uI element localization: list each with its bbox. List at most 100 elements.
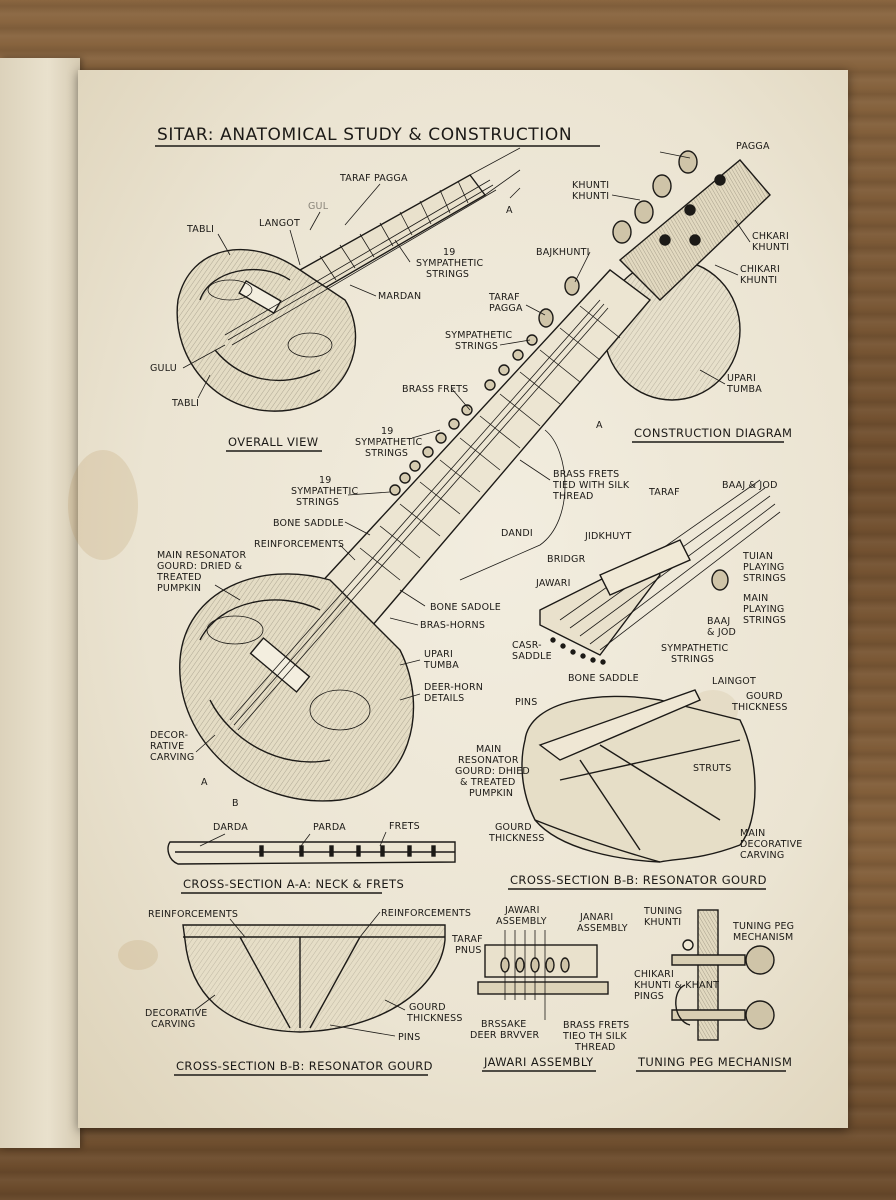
- label-main-resonator-1: MAIN RESONATOR: [157, 550, 246, 561]
- label-reinforcements: REINFORCEMENTS: [254, 539, 344, 550]
- label-dandi: DANDI: [501, 528, 533, 539]
- label-darda: DARDA: [213, 822, 248, 833]
- overall-leader-lines: [182, 183, 521, 399]
- construction-sitar: [179, 150, 771, 802]
- label-laingot: LAINGOT: [712, 676, 756, 687]
- label-pagga-2: PAGGA: [489, 303, 523, 314]
- label-langot: LANGOT: [259, 218, 300, 229]
- label-main-resonator-4: PUMPKIN: [157, 583, 201, 594]
- label-reinforcements-right: REINFORCEMENTS: [381, 908, 471, 919]
- label-carving-2: CARVING: [151, 1019, 195, 1030]
- label-main-gourd-2: RESONATOR: [458, 755, 519, 766]
- label-main-resonator-3: TREATED: [156, 572, 202, 583]
- label-main-carving-3: CARVING: [740, 850, 784, 861]
- label-jidkhuyt: JIDKHUYT: [584, 531, 631, 542]
- overall-view-sitar: [176, 147, 521, 412]
- label-strings-top: STRINGS: [426, 269, 469, 280]
- label-main-gourd-3: GOURD: DHIED: [455, 766, 530, 777]
- label-jawari-a: JAWARI: [504, 905, 540, 916]
- label-thickness-left: THICKNESS: [406, 1013, 463, 1024]
- label-details: DETAILS: [424, 693, 464, 704]
- label-bridge-strings: STRINGS: [671, 654, 714, 665]
- label-gul: GUL: [308, 201, 329, 212]
- label-a-marker-top: A: [506, 205, 513, 216]
- label-strings-2: STRINGS: [743, 615, 786, 626]
- label-main-carving-1: MAIN: [740, 828, 765, 839]
- label-bone-saddle-top: BONE SADDLE: [273, 518, 344, 529]
- label-tumba: TUMBA: [726, 384, 762, 395]
- label-upari: UPARI: [727, 373, 756, 384]
- label-brass-frets-j1: BRASS FRETS: [563, 1020, 629, 1031]
- label-strings-mid: STRINGS: [455, 341, 498, 352]
- label-upari-2: UPARI: [424, 649, 453, 660]
- label-main-gourd-5: PUMPKIN: [469, 788, 513, 799]
- label-khunti-1: KHUNTI: [572, 180, 609, 191]
- label-frets: FRETS: [389, 821, 420, 832]
- label-tuning: TUNING: [643, 906, 682, 917]
- label-sympathetic-19b: SYMPATHETIC: [291, 486, 358, 497]
- label-tabli-top: TABLI: [186, 224, 214, 235]
- bridge-detail-drawing: [539, 479, 781, 665]
- label-reinforcements-left: REINFORCEMENTS: [148, 909, 238, 920]
- label-pings: PINGS: [634, 991, 664, 1002]
- caption-cross-section-bb-right: CROSS-SECTION B-B: RESONATOR GOURD: [510, 873, 767, 887]
- label-bone-sadole: BONE SADOLE: [430, 602, 501, 613]
- label-brass-frets-j3: THREAD: [574, 1042, 616, 1053]
- label-struts: STRUTS: [693, 763, 731, 774]
- neck-cross-section-drawing: [167, 841, 456, 865]
- label-main-resonator-2: GOURD: DRIED &: [157, 561, 243, 572]
- label-sympathetic-top: SYMPATHETIC: [416, 258, 483, 269]
- label-sympathetic-19a: SYMPATHETIC: [355, 437, 422, 448]
- label-brass-frets-tied-3: THREAD: [552, 491, 594, 502]
- caption-cross-section-bb-left: CROSS-SECTION B-B: RESONATOR GOURD: [176, 1059, 433, 1073]
- label-19-top: 19: [443, 247, 456, 258]
- label-bridge-sympathetic: SYMPATHETIC: [661, 643, 728, 654]
- label-strings-1: STRINGS: [743, 573, 786, 584]
- caption-cross-section-aa: CROSS-SECTION A-A: NECK & FRETS: [183, 877, 404, 891]
- label-strings-19b: STRINGS: [296, 497, 339, 508]
- label-pagga: PAGGA: [736, 141, 770, 152]
- label-gulu: GULU: [150, 363, 177, 374]
- caption-construction-diagram: CONSTRUCTION DIAGRAM: [634, 426, 792, 440]
- caption-overall-view: OVERALL VIEW: [228, 435, 319, 449]
- bb-left-section-drawing: [182, 924, 446, 1033]
- label-decorative: DECORATIVE: [145, 1008, 208, 1019]
- label-bras-horns: BRAS-HORNS: [420, 620, 485, 631]
- label-gourd-top: GOURD: [746, 691, 783, 702]
- label-khunti-2: KHUNTI: [572, 191, 609, 202]
- label-deer-horn: DEER-HORN: [424, 682, 483, 693]
- tuning-peg-drawing: [671, 909, 775, 1041]
- label-baaj: BAAJ: [707, 616, 730, 627]
- label-assembly-a: ASSEMBLY: [496, 916, 547, 927]
- label-mechanism: MECHANISM: [733, 932, 793, 943]
- caption-tuning-peg: TUNING PEG MECHANISM: [637, 1055, 792, 1069]
- label-chikari-peg: CHIKARI: [634, 969, 674, 980]
- label-decor: DECOR-: [150, 730, 188, 741]
- label-pins: PINS: [515, 697, 537, 708]
- jawari-assembly-drawing: [477, 930, 609, 1020]
- left-book-page: [0, 58, 80, 1148]
- label-tuning-khunti: KHUNTI: [644, 917, 681, 928]
- label-thickness-low: THICKNESS: [488, 833, 545, 844]
- label-a-small: A: [201, 777, 208, 788]
- label-tabli-bottom: TABLI: [171, 398, 199, 409]
- label-19-mid: 19: [381, 426, 394, 437]
- label-khunti-khant: KHUNTI & KHANT: [634, 980, 719, 991]
- label-chikari-khunti: KHUNTI: [740, 275, 777, 286]
- label-sympathetic-mid: SYMPATHETIC: [445, 330, 512, 341]
- label-gourd-low: GOURD: [495, 822, 532, 833]
- label-janari: JANARI: [579, 912, 613, 923]
- label-brass-frets: BRASS FRETS: [402, 384, 468, 395]
- label-mardan: MARDAN: [378, 291, 421, 302]
- label-tumba-2: TUMBA: [423, 660, 459, 671]
- label-19-low: 19: [319, 475, 332, 486]
- label-main-gourd-4: & TREATED: [460, 777, 516, 788]
- label-gourd-left: GOURD: [409, 1002, 446, 1013]
- label-bridgr: BRIDGR: [547, 554, 586, 565]
- label-tuning-peg: TUNING PEG: [732, 921, 794, 932]
- label-rative: RATIVE: [150, 741, 184, 752]
- label-saddle: SADDLE: [512, 651, 552, 662]
- label-playing-2: PLAYING: [743, 604, 784, 615]
- label-assembly-b: ASSEMBLY: [577, 923, 628, 934]
